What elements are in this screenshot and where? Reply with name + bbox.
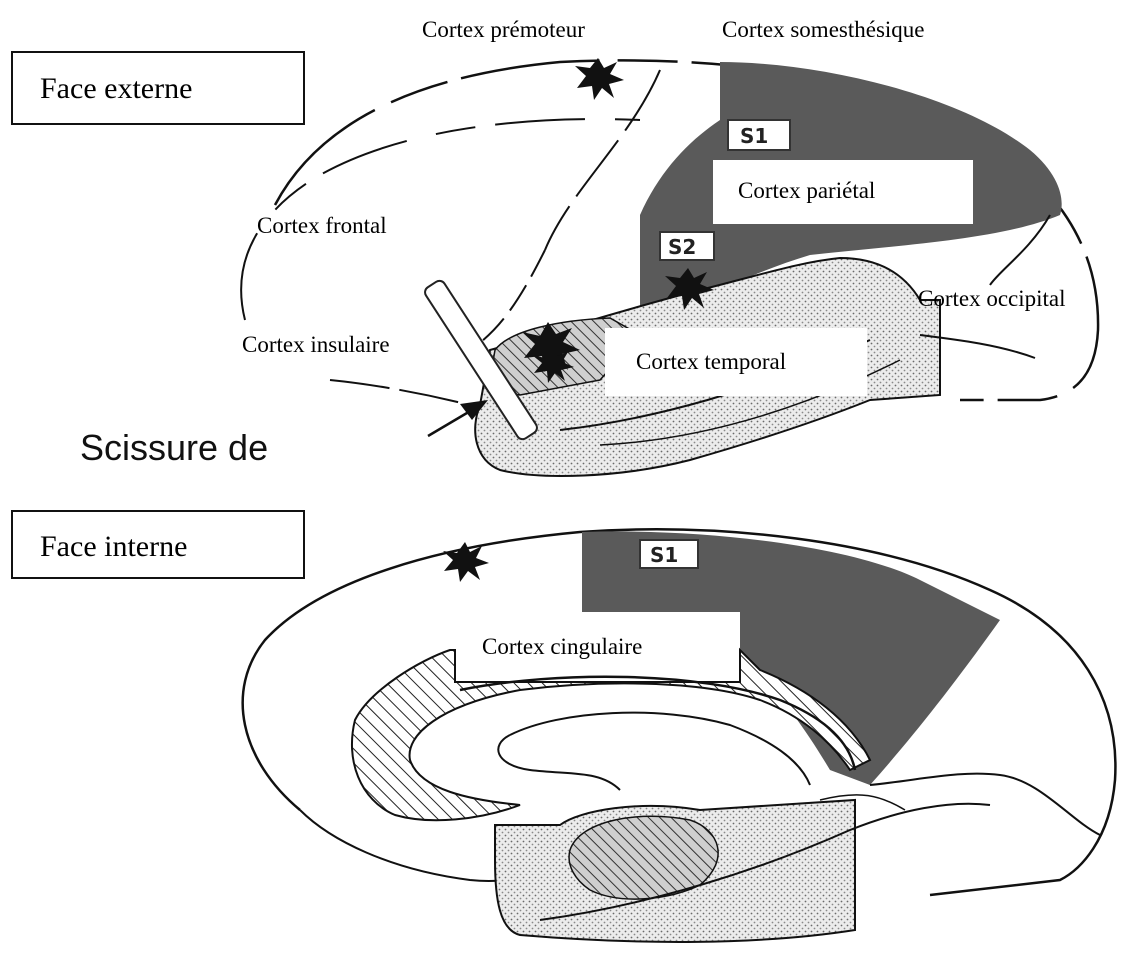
cingulate-cortex-label: Cortex cingulaire	[482, 634, 642, 659]
corpus-callosum-inner	[510, 713, 810, 785]
internal-premotor-activation-star	[443, 542, 489, 582]
occipital-cortex-label: Cortex occipital	[918, 286, 1066, 311]
premotor-activation-star	[575, 58, 624, 100]
temporal-cortex-label: Cortex temporal	[636, 349, 786, 374]
external-title: Face externe	[40, 72, 192, 105]
fissure-label: Scissure de	[80, 427, 268, 468]
fissure-arrow-line	[428, 410, 472, 436]
fornix-curve	[498, 735, 620, 790]
insular-cortex-label: Cortex insulaire	[242, 332, 390, 357]
frontal-cortex-label: Cortex frontal	[257, 213, 387, 238]
parietal-cortex-label: Cortex pariétal	[738, 178, 875, 203]
external-face-panel: Face externe S1 S2 Cortex prémoteur Cort…	[12, 17, 1098, 476]
frontal-lower-curve	[330, 380, 470, 405]
s1-tag-external: S1	[740, 124, 768, 148]
s1-tag-internal: S1	[650, 543, 678, 567]
somatosensory-cortex-label: Cortex somesthésique	[722, 17, 925, 42]
premotor-cortex-label: Cortex prémoteur	[422, 17, 585, 42]
internal-face-panel: Face interne S1 Cortex cingulaire	[12, 511, 1115, 942]
internal-title: Face interne	[40, 530, 187, 563]
s2-tag: S2	[668, 235, 696, 259]
